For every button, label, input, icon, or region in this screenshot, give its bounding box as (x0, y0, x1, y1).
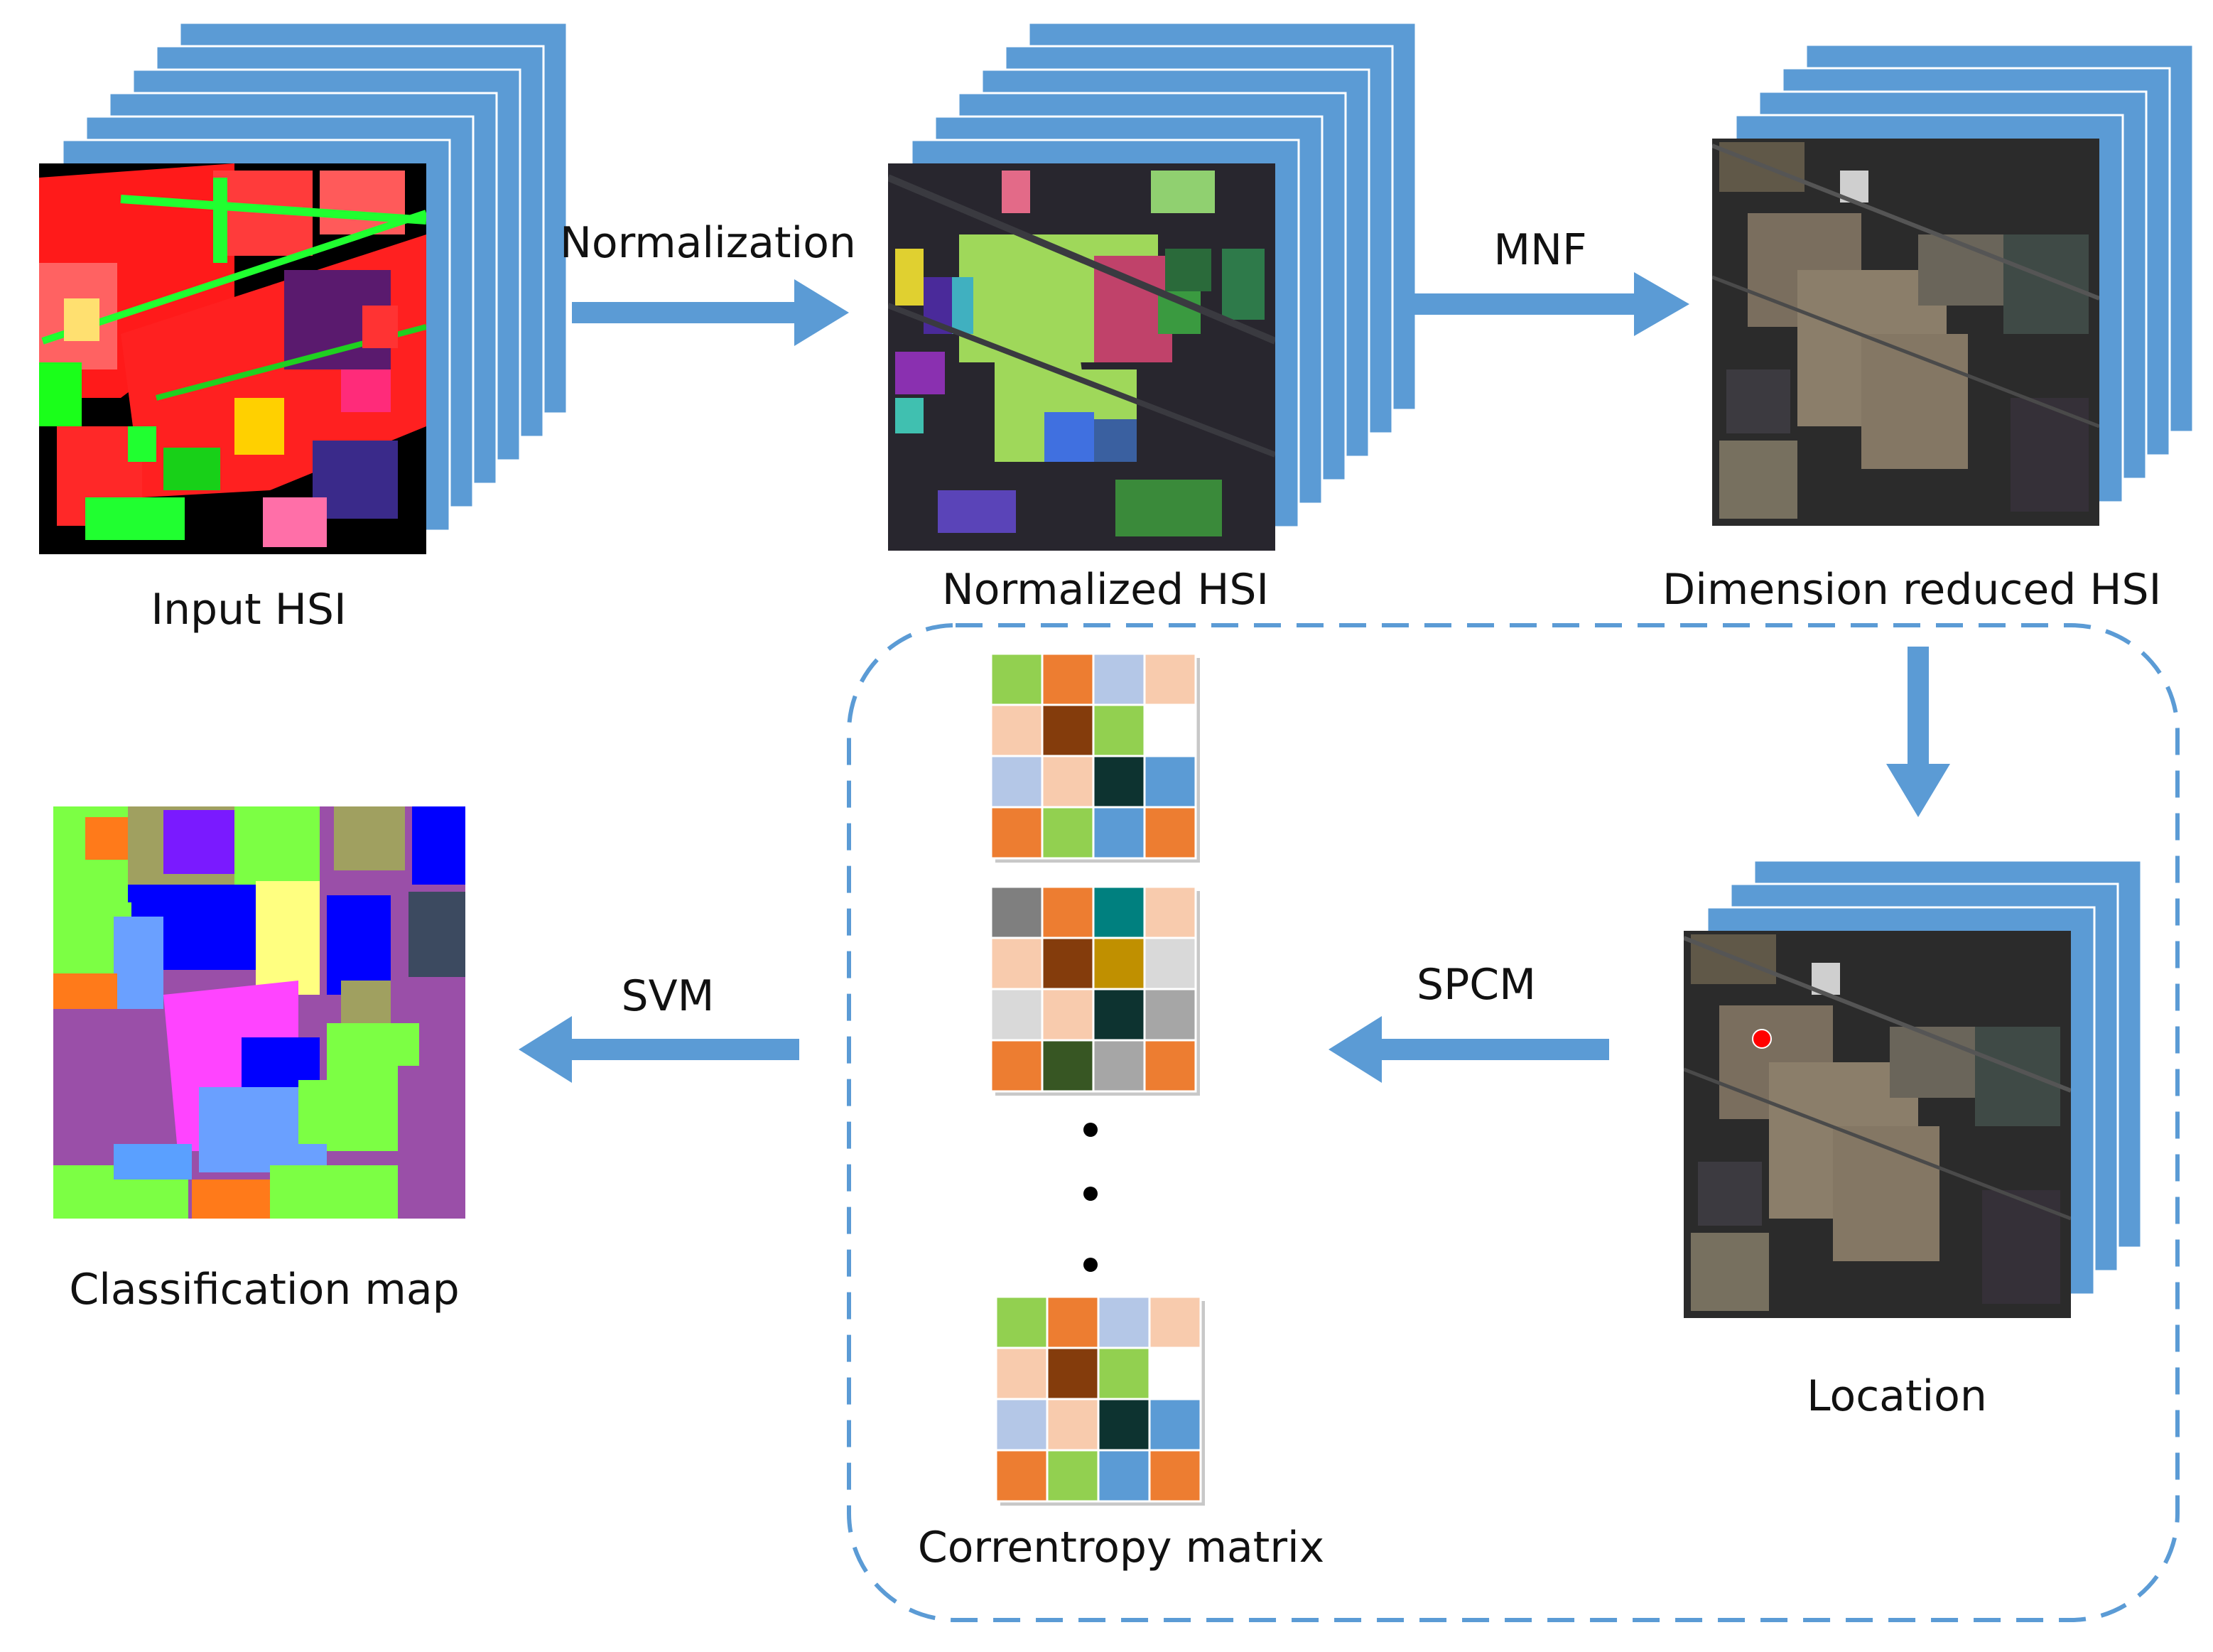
classification-map-image (53, 806, 465, 1219)
matrix-cell (1092, 652, 1146, 706)
matrix-cell (1097, 1346, 1151, 1400)
location-down-arrow (1886, 647, 1950, 817)
mnf-label: MNF (1493, 225, 1587, 275)
matrix-cell (1046, 1295, 1100, 1349)
matrix-cell (995, 1346, 1049, 1400)
correntropy-matrix-top (990, 652, 1200, 863)
matrix-cell (1041, 755, 1095, 809)
matrix-cell (1046, 1449, 1100, 1503)
matrix-cell (1143, 703, 1197, 757)
matrix-cell (1148, 1398, 1202, 1452)
matrix-cell (995, 1295, 1049, 1349)
matrix-cell (990, 806, 1044, 860)
matrix-cell (1041, 1039, 1095, 1093)
matrix-cell (1041, 988, 1095, 1042)
spcm-label: SPCM (1417, 960, 1536, 1010)
matrix-cell (1092, 755, 1146, 809)
matrix-cell (1041, 936, 1095, 990)
ellipsis-dot (1083, 1123, 1098, 1137)
location-image (1684, 931, 2071, 1318)
matrix-cell (1041, 806, 1095, 860)
location-label: Location (1807, 1371, 1987, 1421)
correntropy-matrix-middle (990, 885, 1200, 1096)
matrix-cell (1092, 885, 1146, 939)
matrix-cell (990, 755, 1044, 809)
matrix-cell (1097, 1398, 1151, 1452)
spcm-region-dashed-box (847, 623, 2180, 1622)
matrix-cell (1092, 988, 1146, 1042)
matrix-cell (1092, 703, 1146, 757)
dimension-reduced-hsi-label: Dimension reduced HSI (1662, 565, 2162, 615)
ellipsis-dot (1083, 1187, 1098, 1201)
matrix-cell (1143, 652, 1197, 706)
correntropy-matrix-bottom (995, 1295, 1205, 1506)
matrix-cell (1041, 885, 1095, 939)
matrix-cell (1041, 703, 1095, 757)
mnf-arrow (1414, 272, 1689, 336)
matrix-cell (990, 703, 1044, 757)
matrix-cell (990, 885, 1044, 939)
matrix-cell (1148, 1346, 1202, 1400)
matrix-cell (1143, 936, 1197, 990)
svm-label: SVM (621, 971, 715, 1021)
location-marker (1752, 1029, 1772, 1049)
matrix-cell (1046, 1346, 1100, 1400)
normalization-label: Normalization (560, 218, 856, 268)
input-hsi-label: Input HSI (151, 585, 347, 635)
matrix-cell (1041, 652, 1095, 706)
svm-arrow (519, 1016, 799, 1083)
matrix-cell (1092, 1039, 1146, 1093)
matrix-cell (1092, 936, 1146, 990)
matrix-cell (1143, 988, 1197, 1042)
matrix-cell (995, 1398, 1049, 1452)
dimension-reduced-hsi-image (1712, 139, 2099, 526)
spcm-arrow (1329, 1016, 1609, 1083)
normalization-arrow (572, 279, 849, 346)
matrix-cell (990, 1039, 1044, 1093)
ellipsis-dot (1083, 1258, 1098, 1272)
matrix-cell (1046, 1398, 1100, 1452)
matrix-cell (1148, 1449, 1202, 1503)
matrix-cell (990, 652, 1044, 706)
input-hsi-image (39, 163, 426, 554)
normalized-hsi-label: Normalized HSI (941, 565, 1270, 615)
matrix-cell (1092, 806, 1146, 860)
matrix-cell (990, 988, 1044, 1042)
matrix-cell (1143, 755, 1197, 809)
matrix-cell (1143, 1039, 1197, 1093)
matrix-cell (1143, 885, 1197, 939)
correntropy-matrix-label: Correntropy matrix (917, 1523, 1325, 1572)
normalized-hsi-image (888, 163, 1275, 551)
matrix-cell (1097, 1295, 1151, 1349)
matrix-cell (1097, 1449, 1151, 1503)
matrix-cell (995, 1449, 1049, 1503)
matrix-cell (990, 936, 1044, 990)
matrix-cell (1148, 1295, 1202, 1349)
classification-map-label: Classification map (69, 1265, 460, 1314)
matrix-cell (1143, 806, 1197, 860)
